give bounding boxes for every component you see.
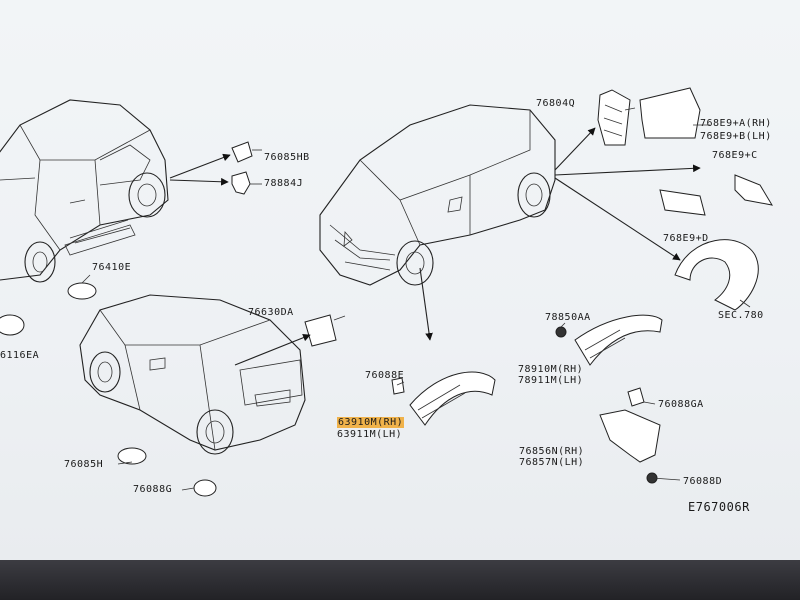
part-76085h-plug	[117, 447, 147, 465]
car-top-left-illustration	[0, 99, 169, 283]
car-top-center-illustration	[319, 104, 556, 286]
label-63910m: 63910M(RH)	[337, 417, 405, 428]
part-78884j-clip	[231, 171, 251, 195]
label-78850aa: 78850AA	[545, 312, 591, 323]
label-76630da: 76630DA	[248, 307, 294, 318]
label-768e9-d: 768E9+D	[663, 233, 709, 244]
part-768e9-ab-insulator	[639, 87, 701, 139]
label-76088ga: 76088GA	[658, 399, 704, 410]
part-78910m-fender-protector	[574, 314, 663, 366]
parts-diagram-screen: 76804Q 76085HB 78884J 768E9+A(RH) 768E9+…	[0, 0, 800, 560]
part-76088e-clip	[391, 377, 405, 395]
part-76856n-splash-guard	[599, 409, 661, 463]
label-768e9-c: 768E9+C	[712, 150, 758, 161]
label-76804q: 76804Q	[536, 98, 576, 109]
highlighted-part-number: 63910M(RH)	[337, 417, 405, 428]
part-76088ga-clip	[627, 387, 645, 407]
label-78910m: 78910M(RH)	[518, 364, 584, 375]
part-6116ea-grommet	[0, 314, 25, 336]
label-768e9-a: 768E9+A(RH)	[700, 118, 772, 129]
diagram-code: E767006R	[688, 500, 750, 514]
label-76857n: 76857N(LH)	[519, 457, 585, 468]
part-76088g-grommet	[193, 479, 217, 497]
label-76410e: 76410E	[92, 262, 132, 273]
parts-diagram-drawing	[0, 87, 773, 497]
part-768e9-d-insulator	[659, 189, 706, 216]
label-76085hb: 76085HB	[264, 152, 310, 163]
car-middle-left-illustration	[79, 294, 306, 455]
label-76085h: 76085H	[64, 459, 104, 470]
label-76088d: 76088D	[683, 476, 723, 487]
label-76088e: 76088E	[365, 370, 405, 381]
part-76085hb-clip	[231, 141, 253, 163]
label-768e9-b: 768E9+B(LH)	[700, 131, 772, 142]
label-63911m: 63911M(LH)	[337, 429, 403, 440]
part-76804q-bracket	[597, 89, 631, 146]
label-76856n: 76856N(RH)	[519, 446, 585, 457]
monitor-bezel	[0, 560, 800, 600]
label-78884j: 78884J	[264, 178, 304, 189]
label-6116ea: 6116EA	[0, 350, 40, 361]
label-sec780: SEC.780	[718, 310, 764, 321]
part-sec780-wheel-liner	[674, 239, 759, 311]
label-78911m: 78911M(LH)	[518, 375, 584, 386]
label-76088g: 76088G	[133, 484, 173, 495]
part-63910m-fender-protector	[409, 371, 496, 426]
part-78850aa-clip	[555, 326, 567, 338]
part-768e9-c-insulator	[734, 174, 773, 206]
part-76410e-plug	[67, 282, 97, 300]
part-76630da-pad	[304, 314, 337, 347]
